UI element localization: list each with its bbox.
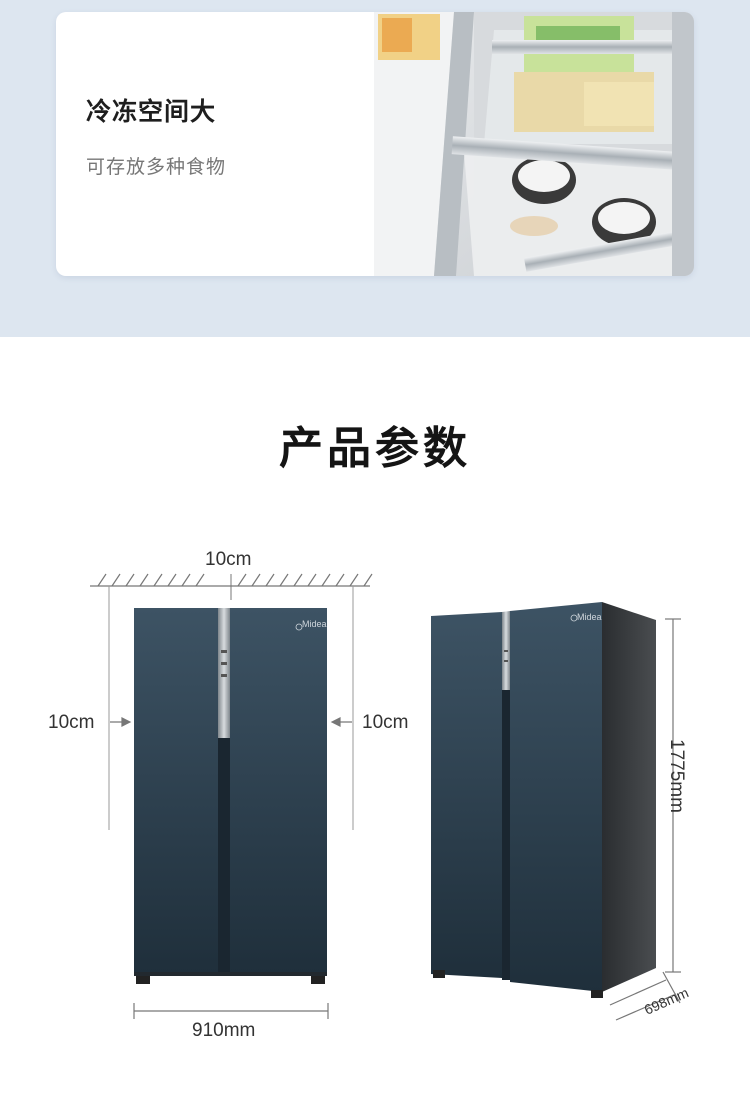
freezer-drawer-photo: [374, 12, 694, 276]
specs-title: 产品参数: [279, 424, 471, 473]
feature-card: 冷冻空间大 可存放多种食物: [56, 12, 694, 276]
left-clearance-arrow: [110, 717, 132, 727]
right-clearance-label: 10cm: [362, 712, 409, 733]
ceiling-hatch: [90, 573, 373, 587]
width-dimension-line: [133, 1003, 329, 1019]
depth-dimension-line: [609, 971, 681, 1021]
left-clearance-label: 10cm: [48, 712, 95, 733]
height-dimension-line: [665, 618, 681, 973]
brand-logo-front: Midea: [302, 619, 327, 629]
width-label: 910mm: [192, 1020, 256, 1041]
top-clearance-label: 10cm: [205, 549, 252, 570]
feature-text: 冷冻空间大 可存放多种食物: [86, 92, 226, 179]
fridge-front-view: [134, 608, 327, 984]
feature-title: 冷冻空间大: [86, 98, 217, 126]
fridge-perspective-view: [431, 602, 656, 998]
height-label: 1775mm: [665, 739, 687, 813]
feature-subtitle: 可存放多种食物: [86, 157, 227, 178]
brand-logo-perspective: Midea: [577, 612, 602, 622]
right-clearance-arrow: [330, 717, 352, 727]
